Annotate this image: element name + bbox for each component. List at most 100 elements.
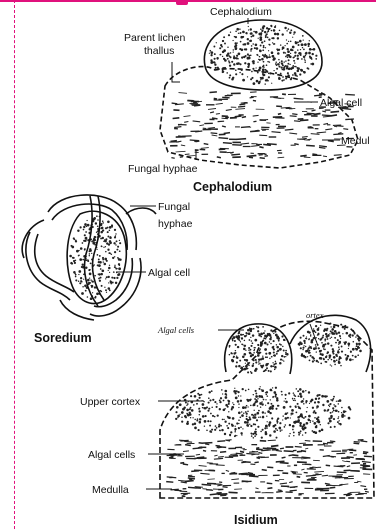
texture-dash — [295, 447, 302, 448]
texture-dash — [178, 480, 187, 481]
texture-dot — [272, 331, 273, 332]
texture-dot — [294, 66, 295, 67]
texture-dot — [253, 394, 254, 395]
texture-dot — [254, 369, 257, 372]
texture-dot — [282, 76, 284, 78]
texture-dot — [263, 74, 265, 76]
texture-dot — [109, 226, 112, 229]
texture-dot — [97, 254, 99, 256]
texture-dot — [292, 37, 293, 38]
texture-dot — [102, 220, 104, 222]
texture-dash — [297, 139, 305, 140]
texture-dot — [325, 361, 327, 363]
texture-dot — [267, 410, 270, 413]
texture-dot — [282, 33, 284, 35]
texture-dot — [235, 350, 236, 351]
texture-dot — [295, 42, 298, 45]
texture-dot — [284, 356, 286, 358]
texture-dot — [279, 62, 280, 63]
isidium-algal-top-label: Algal cells — [157, 325, 195, 335]
texture-dot — [309, 345, 310, 346]
texture-dot — [228, 34, 230, 36]
texture-dot — [186, 409, 189, 412]
texture-dot — [346, 332, 349, 335]
texture-dot — [85, 231, 87, 233]
texture-dot — [266, 343, 268, 345]
texture-dot — [256, 80, 259, 83]
texture-dot — [321, 342, 323, 344]
texture-dot — [291, 77, 293, 79]
texture-dot — [244, 48, 246, 50]
texture-dash — [225, 95, 233, 96]
texture-dot — [281, 394, 283, 396]
texture-dash — [217, 157, 221, 158]
texture-dot — [283, 47, 285, 49]
texture-dot — [116, 240, 118, 242]
texture-dot — [307, 356, 308, 357]
texture-dot — [90, 262, 92, 264]
texture-dot — [113, 277, 115, 279]
texture-dash — [222, 97, 229, 98]
texture-dot — [208, 397, 210, 399]
texture-dot — [347, 355, 350, 358]
texture-dot — [240, 36, 243, 39]
texture-dot — [235, 31, 237, 33]
texture-dot — [303, 398, 304, 399]
texture-dot — [246, 424, 249, 427]
texture-dot — [259, 363, 260, 364]
texture-dot — [297, 57, 299, 59]
texture-dot — [280, 344, 282, 346]
texture-dot — [315, 58, 317, 60]
texture-dot — [238, 419, 240, 421]
texture-dash — [313, 474, 322, 475]
texture-dot — [222, 56, 223, 57]
texture-dot — [220, 44, 222, 46]
texture-dot — [232, 77, 234, 79]
texture-dash — [216, 465, 225, 466]
texture-dot — [248, 399, 250, 401]
texture-dot — [276, 397, 278, 399]
texture-dot — [281, 355, 283, 357]
texture-dot — [211, 60, 213, 62]
texture-dash — [217, 441, 225, 442]
texture-dot — [250, 28, 252, 30]
texture-dot — [233, 49, 234, 50]
texture-dot — [303, 39, 304, 40]
texture-dot — [277, 422, 278, 423]
texture-dash — [239, 473, 248, 474]
texture-dot — [243, 413, 244, 414]
texture-dot — [312, 407, 314, 409]
texture-dash — [232, 145, 241, 146]
texture-dot — [288, 28, 290, 30]
texture-dash — [357, 481, 361, 482]
texture-dot — [318, 421, 321, 424]
texture-dash — [273, 98, 281, 99]
texture-dot — [234, 388, 235, 389]
texture-dot — [310, 422, 311, 423]
texture-dot — [211, 431, 213, 433]
texture-dot — [103, 247, 104, 248]
soredium-hyphae — [22, 195, 156, 320]
texture-dot — [118, 267, 121, 270]
texture-dash — [280, 463, 289, 464]
texture-dot — [71, 262, 73, 264]
texture-dot — [302, 390, 305, 393]
texture-dot — [327, 338, 329, 340]
texture-dot — [308, 339, 310, 341]
texture-dot — [243, 345, 245, 347]
texture-dot — [324, 395, 326, 397]
texture-dot — [273, 348, 275, 350]
texture-dash — [231, 479, 239, 480]
texture-dot — [252, 334, 254, 336]
texture-dot — [226, 394, 228, 396]
texture-dash — [187, 156, 195, 157]
texture-dot — [236, 47, 237, 48]
texture-dot — [259, 49, 261, 51]
texture-dot — [318, 347, 320, 349]
texture-dot — [357, 354, 359, 356]
texture-dash — [282, 457, 286, 458]
texture-dash — [188, 487, 196, 488]
texture-dash — [242, 117, 246, 118]
texture-dot — [83, 226, 85, 228]
